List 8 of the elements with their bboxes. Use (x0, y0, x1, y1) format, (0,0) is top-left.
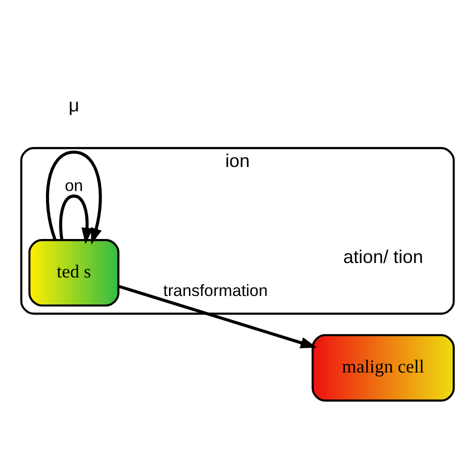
edge-label: transformation (162, 282, 268, 300)
node-box: malign cell (311, 334, 454, 402)
label: μ (68, 94, 79, 116)
arrow (58, 194, 92, 244)
edge-label: on (64, 176, 83, 194)
arrow (118, 284, 316, 348)
node-box: ted s (28, 238, 119, 306)
arrow (45, 150, 102, 244)
